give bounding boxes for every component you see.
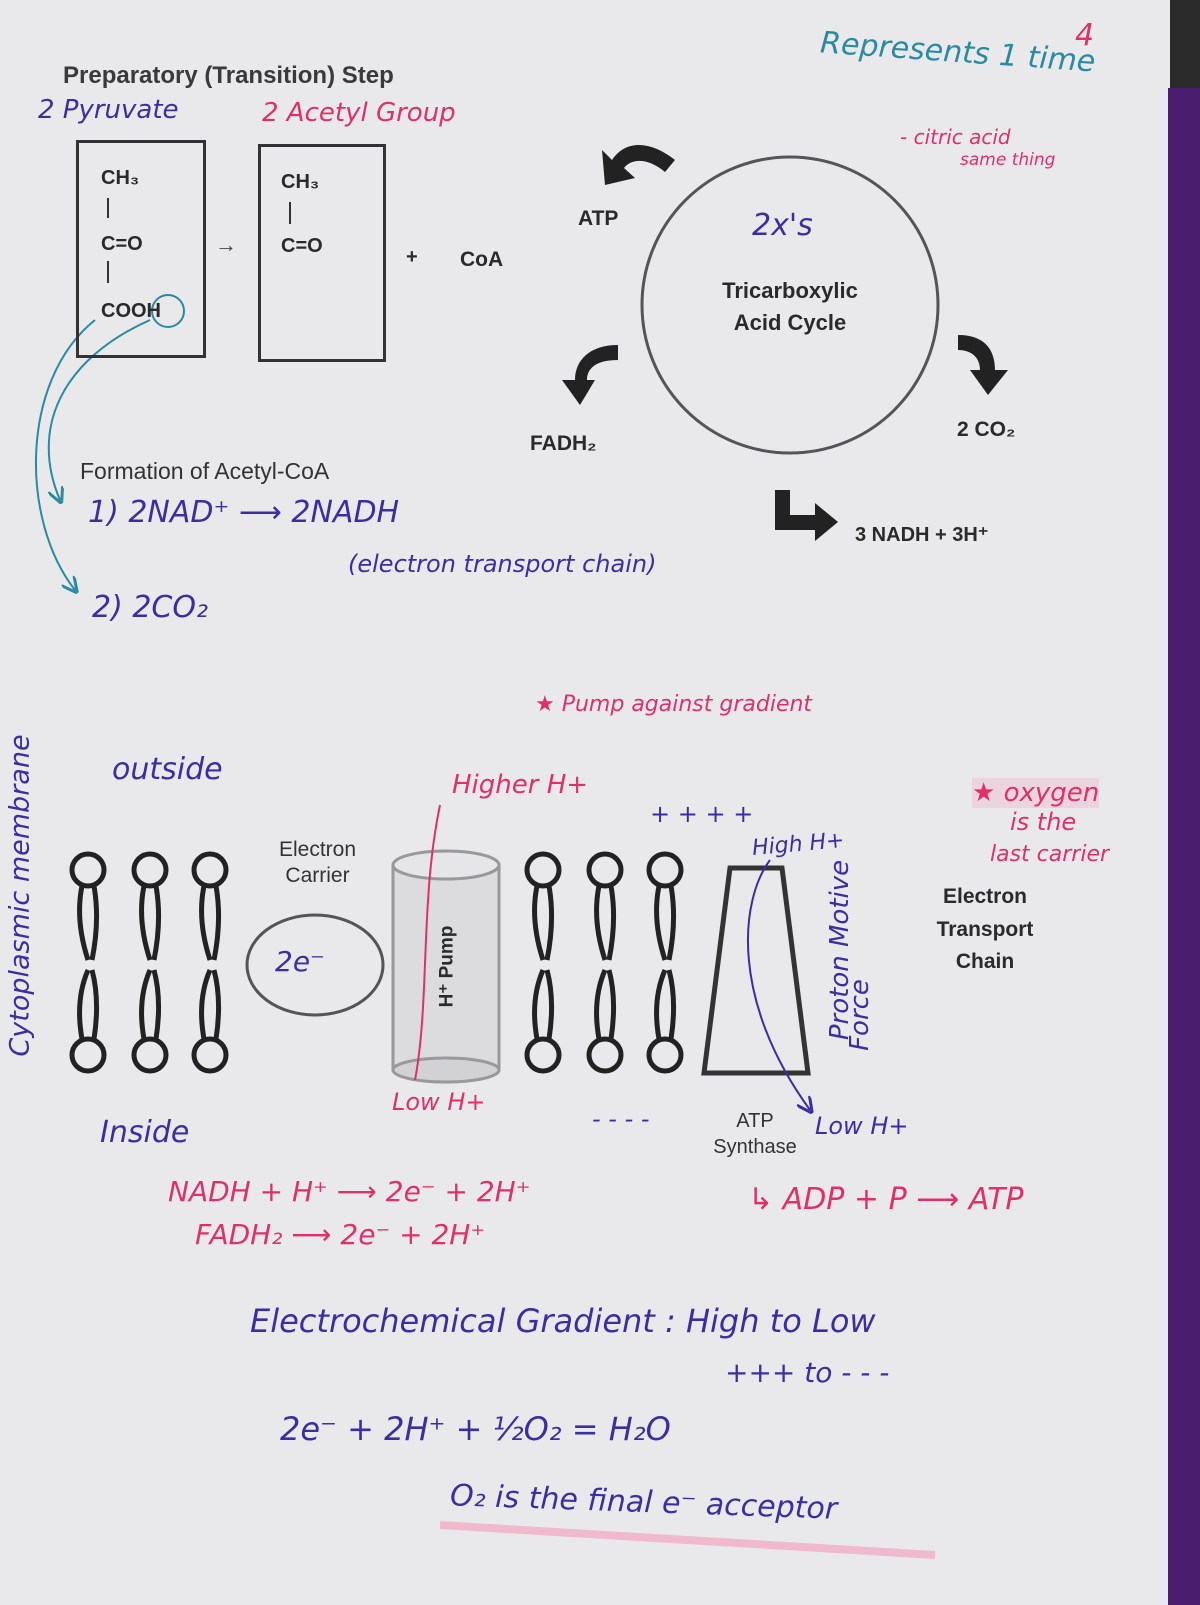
equation-adp: ↳ ADP + P ⟶ ATP [748,1182,1024,1217]
cooh: COOH [101,300,161,322]
carrier-label-line1: Electron [278,838,357,861]
pump-note: ★ Pump against gradient [535,692,813,717]
outside-label: outside [112,752,223,787]
h-pump-cylinder [391,849,501,1084]
h-pump-label: H⁺ Pump [436,925,458,1008]
acetyl-box: CH₃ C=O [258,144,386,362]
electron-carrier-ellipse [245,913,385,1017]
cycle-side-note-line1: - citric acid [900,125,1011,149]
atp-label: ATP [578,207,619,230]
ch3: CH₃ [281,171,320,193]
nadh-curved-arrow-icon [775,490,838,541]
background-edge [1170,0,1200,88]
plus-sign: + [406,246,418,268]
pmf-line2: Force [845,979,875,1051]
carrier-label-line2: Carrier [285,864,350,887]
atp-synthase-line1: ATP [736,1110,774,1132]
pyruvate-box: CH₃ C=O COOH [76,140,206,358]
etc-title-line2: Transport [936,918,1034,941]
prep-title: Preparatory (Transition) Step [63,62,394,89]
atp-curved-arrow-icon [602,145,675,185]
cycle-note: 2x's [752,208,813,243]
water-equation: 2e⁻ + 2H⁺ + ½O₂ = H₂O [280,1410,671,1448]
coa-label: CoA [460,248,504,271]
inside-label: Inside [100,1115,190,1150]
carbonyl: C=O [101,233,143,255]
formation-step2: 2) 2CO₂ [92,590,209,625]
gradient-line: Electrochemical Gradient : High to Low [250,1302,876,1340]
tca-cycle-circle [640,155,940,455]
purple-background-edge [1168,88,1200,1605]
underline-highlight [439,1521,936,1559]
co2-label: 2 CO₂ [957,418,1016,441]
cycle-title-line2: Acid Cycle [733,310,847,335]
membrane-label: Cytoplasmic membrane [4,734,36,1057]
higher-h-label: Higher H+ [452,770,589,800]
minus-signs: - - - - [592,1105,650,1133]
etc-title-line1: Electron [942,885,1028,908]
nadh-label: 3 NADH + 3H⁺ [855,524,989,546]
formation-step1-note: (electron transport chain) [348,550,657,578]
oxygen-note-line1: ★ oxygen [972,778,1100,808]
formation-step1: 1) 2NAD⁺ ⟶ 2NADH [88,495,400,530]
etc-title-line3: Chain [955,950,1015,973]
pyruvate-label: 2 Pyruvate [38,95,179,125]
page-number: 4 [1075,18,1095,53]
oxygen-note-line2: is the [1010,808,1077,836]
atp-synthase-line2: Synthase [713,1136,797,1158]
cooh-circle [151,294,185,328]
atp-synthase-trapezoid [701,865,811,1076]
reaction-arrow: → [215,232,237,257]
fadh2-label: FADH₂ [530,432,597,455]
curved-arrow-icons [562,145,1008,541]
equation-nadh: NADH + H⁺ ⟶ 2e⁻ + 2H⁺ [168,1175,531,1208]
low-h-label-2: Low H+ [815,1112,909,1140]
phospholipids-right [524,851,684,1074]
acetyl-label: 2 Acetyl Group [262,98,456,128]
oxygen-note-line3: last carrier [990,842,1110,867]
phospholipids-left [69,851,229,1074]
cycle-title-line1: Tricarboxylic [722,278,858,303]
arrow-to-co2 [34,319,96,590]
formation-title: Formation of Acetyl-CoA [80,458,330,484]
equation-fadh2: FADH₂ ⟶ 2e⁻ + 2H⁺ [195,1218,486,1251]
fadh2-curved-arrow-icon [562,345,618,405]
pump-arrow [414,804,441,1081]
arrow-to-nadh [47,319,151,500]
low-h-label: Low H+ [392,1088,486,1116]
carbonyl: C=O [281,235,323,257]
electron-label: 2e⁻ [275,945,325,978]
plus-signs: + + + + [650,800,754,828]
gradient-line2: +++ to - - - [725,1356,890,1389]
co2-curved-arrow-icon [958,335,1008,395]
ch3: CH₃ [101,167,140,189]
cycle-side-note-line2: same thing [960,150,1056,170]
proton-flow-arrow [747,859,810,1110]
